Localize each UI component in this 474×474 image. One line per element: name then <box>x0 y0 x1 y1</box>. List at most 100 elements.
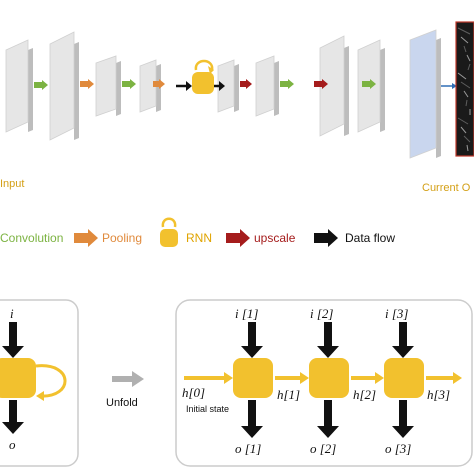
output-texture-1 <box>460 36 469 44</box>
legend-label-rnn: RNN <box>186 231 212 245</box>
layer-5-face <box>217 59 235 113</box>
arrow-conv-4 <box>362 79 376 89</box>
unfolded-input-arrow-2-shaft <box>324 322 332 348</box>
state-arrow-3 <box>426 372 462 384</box>
state-arrow-1-shaft <box>275 376 301 380</box>
current-output-label: Current O <box>422 182 471 194</box>
unfolded-rnn-cell-1 <box>233 358 273 398</box>
legend-icon-data-flow-shape <box>314 229 338 247</box>
input-label-1: i [1] <box>235 306 259 321</box>
unfolded-output-arrow-2-head <box>317 426 339 438</box>
unfolded-output-arrow-1-shaft <box>248 400 256 428</box>
arrow-pool-2-shape <box>153 79 165 89</box>
output-texture-13 <box>466 144 469 152</box>
output-layer-face <box>409 29 437 159</box>
folded-recurrent-loop-head <box>36 391 44 401</box>
legend-icons <box>74 217 338 247</box>
legend-icon-rnn-loop <box>161 217 177 228</box>
rnn-loop-top-head <box>208 66 214 74</box>
output-label-3: o [3] <box>385 441 412 456</box>
folded-output-arrow <box>2 400 24 434</box>
state-label-2: h[2] <box>353 387 377 402</box>
state-label-3: h[3] <box>427 387 451 402</box>
arrow-conv-1 <box>34 80 48 90</box>
arrow-to-output-head <box>452 83 457 89</box>
arrow-conv-2 <box>122 79 136 89</box>
arrow-pool-1-shape <box>80 79 94 89</box>
output-texture-8 <box>465 99 468 107</box>
unfolded-input-arrow-1 <box>241 322 263 358</box>
legend-label-convolution: Convolution <box>0 231 64 245</box>
arrow-conv-3 <box>280 79 294 89</box>
unfolded-rnn-cell-3 <box>384 358 424 398</box>
state-arrow-2 <box>351 372 384 384</box>
legend-icon-upscale <box>226 229 250 247</box>
layer-8-side <box>380 48 385 132</box>
legend-icon-rnn <box>160 229 178 247</box>
arrow-upscale-2-shape <box>314 79 328 89</box>
state-arrow-0-head <box>224 372 233 384</box>
legend-icon-pooling-shape <box>74 229 98 247</box>
state-arrow-1-head <box>300 372 309 384</box>
folded-input-arrow-head <box>2 346 24 358</box>
unfolded-input-arrow-1-shaft <box>248 322 256 348</box>
unfold-arrow-shaft <box>112 376 134 382</box>
arrow-upscale-2 <box>314 79 328 89</box>
output-label-2: o [2] <box>310 441 337 456</box>
output-label-1: o [1] <box>235 441 262 456</box>
output-image-border <box>455 21 474 157</box>
layer-1-face <box>5 39 29 133</box>
unfolded-input-arrow-3-head <box>392 346 414 358</box>
arrow-upscale-1-shape <box>240 79 252 89</box>
rnn-panels <box>0 299 473 467</box>
layer-4-side <box>156 64 161 112</box>
layer-7-side <box>344 46 349 136</box>
layer-5-side <box>234 64 239 112</box>
arrow-pool-2 <box>153 79 165 89</box>
unfolded-output-arrow-3 <box>392 400 414 438</box>
output-texture-3 <box>466 54 471 62</box>
legend-icon-data-flow <box>314 229 338 247</box>
rnn-loop-top <box>194 59 214 71</box>
output-texture-7 <box>463 90 469 98</box>
state-arrow-0 <box>184 372 233 384</box>
arrow-conv-3-shape <box>280 79 294 89</box>
legend-label-pooling: Pooling <box>102 231 143 245</box>
folded-input-arrow-shaft <box>9 322 17 348</box>
layer-4-face <box>139 59 157 113</box>
folded-output-arrow-shaft <box>9 400 17 424</box>
state-label-1: h[1] <box>277 387 301 402</box>
rnn-cell-top <box>192 72 214 94</box>
state-arrow-0-shaft <box>184 376 225 380</box>
unfolded-input-arrow-2-head <box>317 346 339 358</box>
unfolded-output-arrow-3-head <box>392 426 414 438</box>
unfold-label: Unfold <box>106 397 138 409</box>
layer-7 <box>319 35 349 137</box>
output-texture-5 <box>457 72 467 80</box>
layer-3-side <box>116 61 121 116</box>
rnn-in-head <box>186 81 192 91</box>
output-image-frame <box>456 22 474 156</box>
layer-1-side <box>28 48 33 132</box>
output-texture-4 <box>467 63 471 71</box>
unfolded-output-arrow-1 <box>241 400 263 438</box>
arrow-pool-1 <box>80 79 94 89</box>
unfolded-input-arrow-3-shaft <box>399 322 407 348</box>
rnn-out-head <box>219 81 225 91</box>
unfolded-output-arrow-1-head <box>241 426 263 438</box>
folded-output-label: o <box>9 437 16 452</box>
input-label: Input <box>0 178 25 190</box>
current-output-image <box>455 21 474 157</box>
layer-1 <box>5 39 33 133</box>
layer-5 <box>217 59 239 113</box>
unfolded-output-arrow-3-shaft <box>399 400 407 428</box>
layer-2 <box>49 31 79 141</box>
state-arrow-3-head <box>453 372 462 384</box>
layer-6 <box>255 55 279 117</box>
state-arrow-3-shaft <box>426 376 454 380</box>
state-arrow-2-head <box>375 372 384 384</box>
state-arrow-1 <box>275 372 309 384</box>
layer-6-side <box>274 61 279 116</box>
arrow-conv-4-shape <box>362 79 376 89</box>
